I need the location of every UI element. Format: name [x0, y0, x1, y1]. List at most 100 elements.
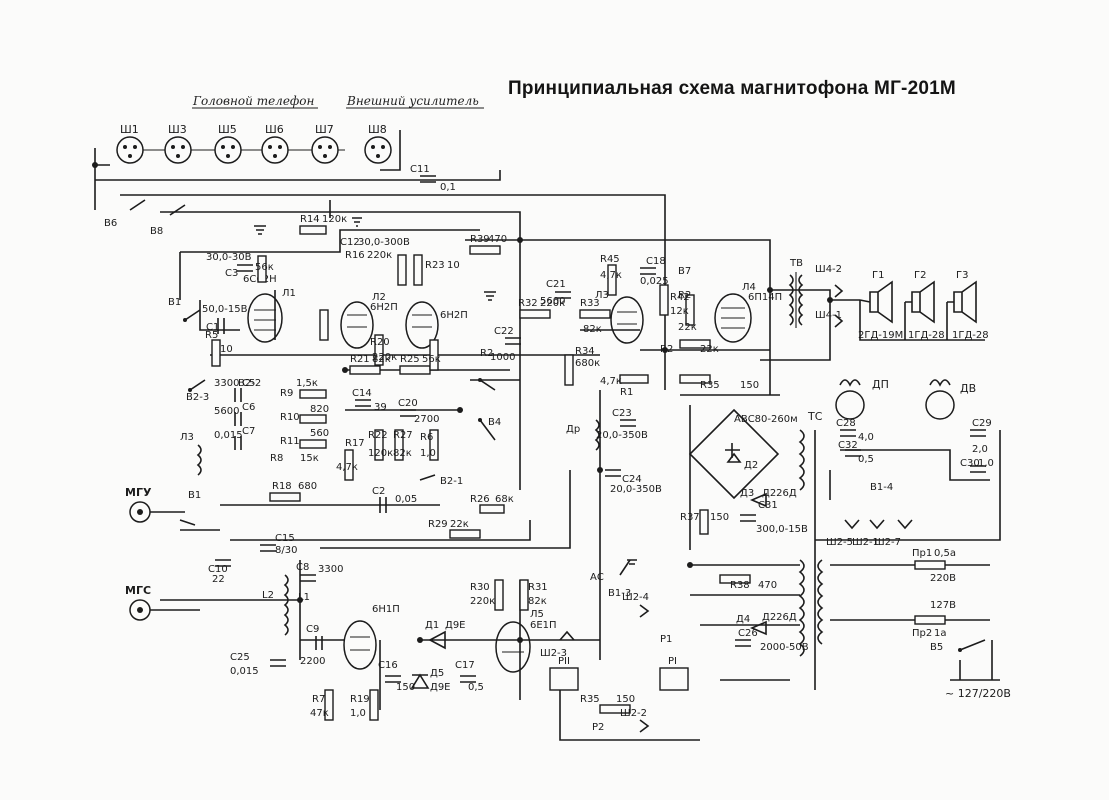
svg-text:Д2: Д2	[744, 460, 758, 471]
svg-text:C18: C18	[646, 256, 666, 267]
svg-text:R45: R45	[600, 254, 620, 265]
svg-text:47к: 47к	[310, 708, 329, 719]
svg-text:C10: C10	[208, 564, 228, 575]
svg-text:39: 39	[374, 402, 387, 413]
svg-text:В1: В1	[168, 297, 181, 308]
svg-text:R22: R22	[368, 430, 388, 441]
svg-text:ТВ: ТВ	[789, 258, 803, 269]
svg-text:C28: C28	[836, 418, 856, 429]
svg-text:АС: АС	[590, 572, 604, 583]
svg-text:В4: В4	[488, 417, 501, 428]
svg-text:1ГД-28: 1ГД-28	[952, 330, 989, 341]
svg-text:Д226Д: Д226Д	[762, 488, 797, 499]
svg-text:C9: C9	[306, 624, 319, 635]
svg-text:220к: 220к	[372, 352, 397, 363]
svg-text:22: 22	[212, 574, 225, 585]
svg-text:Ш2-7: Ш2-7	[874, 537, 901, 548]
svg-text:C26: C26	[738, 628, 758, 639]
svg-text:R1: R1	[620, 387, 633, 398]
tube-l1: 6С62Н Л1	[243, 274, 296, 343]
svg-text:22к: 22к	[450, 519, 469, 530]
svg-text:АВС80-260м: АВС80-260м	[734, 414, 798, 425]
svg-text:82к: 82к	[393, 448, 412, 459]
svg-text:R34: R34	[575, 346, 595, 357]
svg-text:Ш2-3: Ш2-3	[540, 648, 567, 659]
svg-text:МГУ: МГУ	[125, 486, 152, 499]
svg-text:0,05: 0,05	[395, 494, 417, 505]
tube-l2-b: 6Н2П	[405, 301, 468, 349]
svg-text:R19: R19	[350, 694, 370, 705]
svg-text:R9: R9	[280, 388, 293, 399]
svg-text:300,0-15В: 300,0-15В	[756, 524, 808, 535]
svg-text:1,0: 1,0	[350, 708, 366, 719]
svg-text:Д4: Д4	[736, 614, 750, 625]
svg-text:220к: 220к	[540, 298, 565, 309]
power-transformer: ТС	[798, 410, 824, 690]
svg-text:В6: В6	[104, 218, 117, 229]
svg-text:2200: 2200	[300, 656, 325, 667]
svg-text:82к: 82к	[528, 596, 547, 607]
svg-text:R39: R39	[470, 234, 490, 245]
svg-text:4,7к: 4,7к	[336, 462, 358, 473]
svg-text:В1-4: В1-4	[870, 482, 893, 493]
motors: ДП ДВ	[835, 378, 976, 420]
switch-contacts: В1 В2-3 В2-2 В2-1 В1-3 В5 В7 В6 В8 В1-4 …	[104, 199, 986, 653]
svg-text:R6: R6	[420, 432, 433, 443]
svg-text:R23: R23	[425, 260, 445, 271]
svg-text:2000-50В: 2000-50В	[760, 642, 809, 653]
svg-text:0,025: 0,025	[640, 276, 669, 287]
svg-text:150: 150	[616, 694, 635, 705]
connector-label: Ш7	[315, 123, 334, 136]
svg-text:C22: C22	[494, 326, 514, 337]
svg-text:4,0: 4,0	[858, 432, 874, 443]
svg-text:R35: R35	[700, 380, 720, 391]
connector-label: Ш5	[218, 123, 237, 136]
svg-text:Л3: Л3	[595, 290, 609, 301]
svg-text:Л5: Л5	[530, 609, 544, 620]
svg-text:C14: C14	[352, 388, 372, 399]
svg-text:R33: R33	[580, 298, 600, 309]
svg-text:C2: C2	[372, 486, 385, 497]
svg-text:C30: C30	[960, 458, 980, 469]
svg-text:1а: 1а	[934, 628, 947, 639]
svg-text:3300: 3300	[214, 378, 239, 389]
svg-text:В2-3: В2-3	[186, 392, 209, 403]
svg-text:2ГД-19М: 2ГД-19М	[858, 330, 903, 341]
svg-text:R21: R21	[350, 354, 370, 365]
svg-text:Др: Др	[566, 424, 580, 435]
svg-text:R7: R7	[312, 694, 325, 705]
external-amp-label: Внешний усилитель	[347, 94, 479, 108]
svg-text:30,0-30В: 30,0-30В	[206, 252, 252, 263]
svg-text:ДП: ДП	[872, 378, 889, 391]
inductor-l3: Л3	[180, 432, 202, 476]
connector-sh5	[214, 136, 242, 164]
svg-text:~ 127/220В: ~ 127/220В	[945, 687, 1011, 700]
svg-text:C15: C15	[275, 533, 295, 544]
headphone-label: Головной телефон	[193, 94, 315, 108]
svg-text:10: 10	[220, 344, 233, 355]
svg-text:Л1: Л1	[282, 288, 296, 299]
connector-sh7	[311, 136, 339, 164]
svg-text:R11: R11	[280, 436, 300, 447]
svg-text:2,0: 2,0	[972, 444, 988, 455]
svg-text:C5: C5	[242, 378, 255, 389]
svg-text:Пр2: Пр2	[912, 628, 932, 639]
svg-text:120к: 120к	[322, 214, 347, 225]
svg-text:R42: R42	[670, 292, 690, 303]
svg-text:150: 150	[740, 380, 759, 391]
svg-text:1000: 1000	[490, 352, 515, 363]
svg-text:C21: C21	[546, 279, 566, 290]
svg-text:R38: R38	[730, 580, 750, 591]
svg-text:470: 470	[758, 580, 777, 591]
svg-text:Г3: Г3	[956, 270, 968, 281]
svg-text:0,5а: 0,5а	[934, 548, 956, 559]
svg-text:5600: 5600	[214, 406, 239, 417]
connector-sh1	[116, 136, 144, 164]
svg-text:6Н1П: 6Н1П	[372, 604, 400, 615]
svg-text:Пр1: Пр1	[912, 548, 932, 559]
junction-dots	[92, 162, 833, 643]
svg-text:PI: PI	[668, 656, 677, 667]
